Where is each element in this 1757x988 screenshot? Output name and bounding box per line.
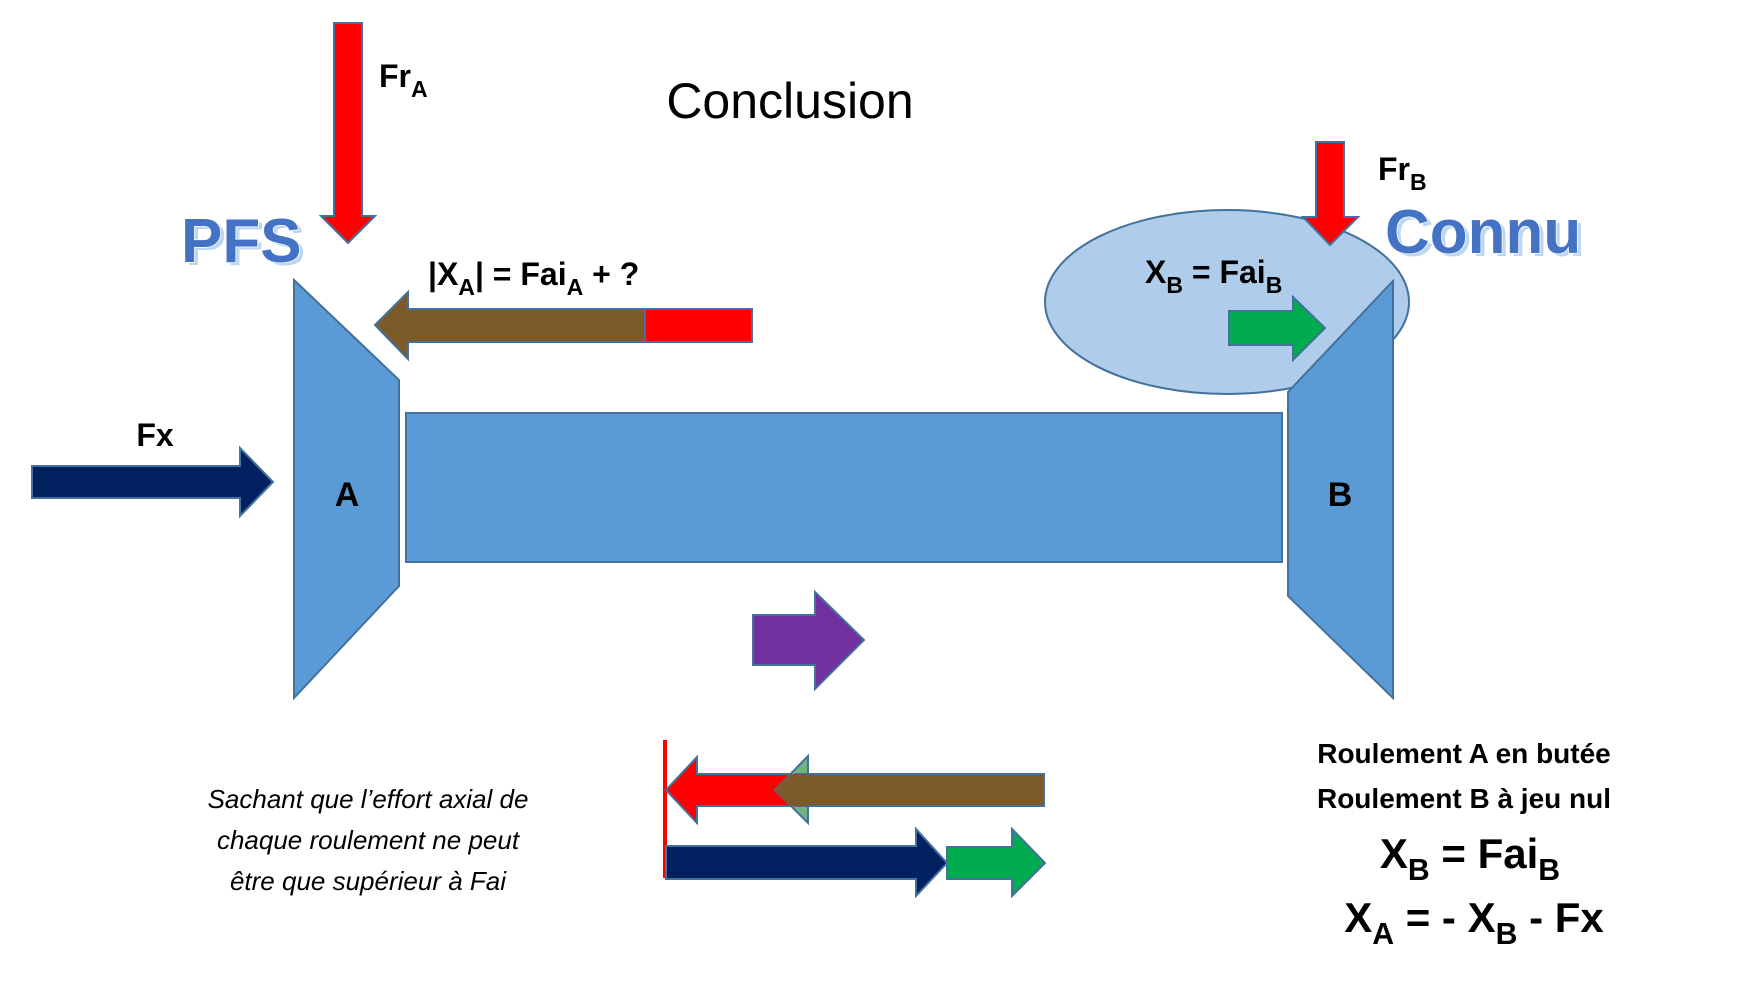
conclusion-eq-xa: XA = - XB - Fx	[1344, 894, 1604, 951]
fx-label: Fx	[136, 417, 174, 453]
pfs-label: PFS	[181, 207, 302, 276]
note-line-1: Sachant que l’effort axial de	[208, 784, 529, 814]
bearing-a	[293, 277, 400, 701]
xa-equation-label: |XA| = FaiA + ?	[428, 256, 639, 300]
balance-fai-b-arrow	[946, 826, 1047, 899]
conclusion-line-2: Roulement B à jeu nul	[1317, 783, 1611, 814]
balance-fai-a-body-cover	[775, 774, 1043, 806]
connu-label: Connu	[1385, 198, 1581, 267]
conclusion-eq-xb: XB = FaiB	[1380, 830, 1560, 887]
bearing-b-label: B	[1328, 476, 1353, 514]
bearing-a-label: A	[335, 476, 360, 514]
radial-force-b-arrow	[1300, 141, 1361, 247]
radial-force-a-label: FrA	[379, 58, 428, 102]
note-line-2: chaque roulement ne peut	[217, 825, 521, 855]
slide-title: Conclusion	[666, 73, 913, 129]
connu-label-shadow: Connu	[1389, 201, 1585, 270]
bearing-b	[1287, 278, 1394, 701]
xb-equation-label: XB = FaiB	[1145, 254, 1282, 298]
xb-fai-arrow	[1228, 294, 1327, 363]
radial-force-a-arrow	[318, 22, 378, 245]
balance-extra-arrow	[664, 754, 801, 826]
radial-force-b-label: FrB	[1378, 151, 1427, 195]
xa-unknown-extension	[644, 308, 753, 343]
shaft	[405, 412, 1283, 563]
balance-fx-arrow	[665, 826, 949, 899]
xa-fai-arrow	[373, 289, 646, 362]
known-zone-ellipse	[1044, 209, 1410, 395]
resultant-arrow	[752, 589, 866, 692]
note-line-3: être que supérieur à Fai	[230, 866, 507, 896]
fx-arrow	[31, 445, 275, 519]
conclusion-line-1: Roulement A en butée	[1317, 738, 1611, 769]
pfs-label-shadow: PFS	[185, 210, 306, 279]
